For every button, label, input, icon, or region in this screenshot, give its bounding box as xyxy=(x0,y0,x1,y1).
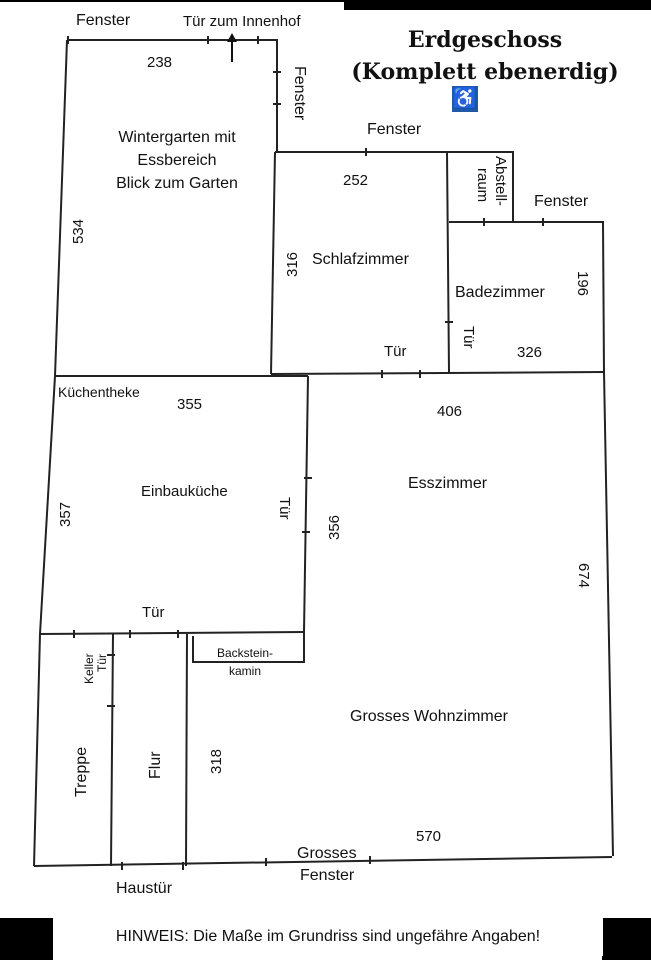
dim-badezimmer-width: 326 xyxy=(517,344,543,361)
room-schlafzimmer: Schlafzimmer xyxy=(312,251,409,268)
title-line-1: Erdgeschoss xyxy=(407,27,563,53)
dim-kueche-depth: 357 xyxy=(57,501,74,527)
fenster-schlafzimmer-label: Fenster xyxy=(367,121,422,138)
wall-bottom xyxy=(33,856,613,867)
grosses-fenster-line-1: Grosses xyxy=(297,845,357,862)
wall-abstell-left xyxy=(446,151,450,373)
dim-badezimmer-depth: 196 xyxy=(574,271,591,297)
room-treppe: Treppe xyxy=(73,746,90,797)
keller-label: Keller xyxy=(82,653,96,684)
keller-tuer-label: Tür xyxy=(95,654,109,672)
wall-bedroom-top xyxy=(275,151,514,222)
room-grosses-wohnzimmer: Grosses Wohnzimmer xyxy=(350,708,508,725)
dim-kueche-width: 355 xyxy=(177,396,203,413)
abstellraum-line-2: raum xyxy=(474,168,491,203)
door-window-ticks xyxy=(67,36,544,870)
up-arrow-icon xyxy=(227,33,237,62)
fenster-vertical-label: Fenster xyxy=(291,66,308,121)
abstellraum-line-1: Abstell- xyxy=(492,156,509,207)
wall-dining-right xyxy=(603,371,614,857)
wall-fireplace xyxy=(192,632,305,663)
tuer-kueche-flur-label: Tür xyxy=(142,604,165,621)
wall-kitchen-bottom xyxy=(39,631,305,635)
tuer-badezimmer-label: Tür xyxy=(460,326,477,349)
dim-esszimmer-wall: 356 xyxy=(326,514,343,540)
wall-bedroom-bottom xyxy=(270,371,605,375)
wall-hall-right xyxy=(185,633,188,867)
wheelchair-icon: ♿ xyxy=(452,86,478,112)
dim-wintergarten-depth: 534 xyxy=(70,218,87,244)
wall-wintergarten-left xyxy=(54,39,68,377)
room-wintergarten: Wintergarten mit Essbereich Blick zum Ga… xyxy=(104,126,250,195)
wintergarten-line-2: Essbereich xyxy=(137,152,217,169)
wintergarten-line-3: Blick zum Garten xyxy=(116,175,238,192)
backsteinkamin-line-2: kamin xyxy=(229,664,262,678)
dim-wohnzimmer-depth: 674 xyxy=(575,563,592,589)
plan-title: Erdgeschoss (Komplett ebenerdig) xyxy=(340,24,630,88)
grosses-fenster-line-2: Fenster xyxy=(300,867,355,884)
backsteinkamin-line-1: Backstein- xyxy=(217,646,274,660)
room-esszimmer: Esszimmer xyxy=(408,475,488,492)
dim-wintergarten-width: 238 xyxy=(147,54,173,71)
dim-schlafzimmer-depth: 316 xyxy=(284,251,301,277)
wall-kitchen-right xyxy=(303,375,309,633)
wintergarten-line-1: Wintergarten mit xyxy=(118,129,236,146)
wall-stairs-right xyxy=(110,633,114,867)
wall-kitchen-left xyxy=(39,375,56,635)
fenster-top-left-label: Fenster xyxy=(76,12,131,29)
dim-flur-depth: 318 xyxy=(208,748,225,774)
kuechentheke-label: Küchentheke xyxy=(58,384,140,400)
fenster-badezimmer-label: Fenster xyxy=(534,193,589,210)
dim-esszimmer-width: 406 xyxy=(437,403,463,420)
title-line-2: (Komplett ebenerdig) xyxy=(351,59,619,85)
room-flur: Flur xyxy=(147,751,164,779)
wall-wintergarten xyxy=(67,39,278,152)
tuer-innenhof-label: Tür zum Innenhof xyxy=(183,13,301,30)
tuer-kueche-esszimmer-label: Tür xyxy=(276,497,293,520)
tuer-schlafzimmer-label: Tür xyxy=(384,343,407,360)
room-badezimmer: Badezimmer xyxy=(455,284,545,301)
walls xyxy=(33,39,614,867)
disclaimer-note: HINWEIS: Die Maße im Grundriss sind unge… xyxy=(53,918,603,956)
wall-bath-top xyxy=(449,221,605,373)
dim-schlafzimmer-width: 252 xyxy=(343,172,369,189)
wall-bedroom-left xyxy=(270,151,276,375)
dim-wohnzimmer-width: 570 xyxy=(416,828,442,845)
haustuer-label: Haustür xyxy=(116,880,173,897)
room-einbaukueche: Einbauküche xyxy=(141,483,228,500)
wall-stairs-left xyxy=(33,633,41,867)
